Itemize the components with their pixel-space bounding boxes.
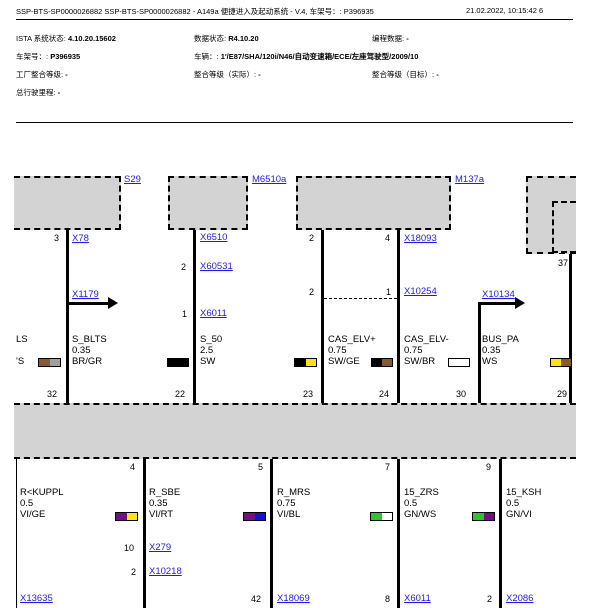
pin-7: 7	[385, 462, 391, 472]
data-status: 数据状态: R4.10.20	[194, 34, 259, 43]
target-level: 整合等级（目标）: -	[372, 70, 439, 79]
component-s29-box	[14, 176, 121, 230]
wire-color-swatch-sw	[167, 358, 189, 367]
pin-42: 42	[251, 594, 262, 604]
pin-2-m137a: 2	[309, 233, 315, 243]
wire-color-swatch-swge	[294, 358, 317, 367]
wire-color-swatch-brgr-left	[38, 358, 61, 367]
component-link-s29[interactable]: S29	[124, 174, 141, 185]
pin-4-lower: 4	[130, 462, 136, 472]
connector-x10254[interactable]: X10254	[404, 286, 437, 297]
component-m6510a-box	[168, 176, 248, 230]
wire-r-kuppl-frame	[16, 459, 17, 608]
wire-r-mrs	[270, 459, 273, 608]
datetime-page: 21.02.2022, 10:15:42 6	[466, 6, 544, 15]
vin: 车架号：: P396935	[16, 52, 81, 61]
component-right-inner-box	[552, 201, 576, 253]
pin-1-x10254: 1	[386, 287, 392, 297]
wire-cas-elv-plus	[321, 230, 324, 403]
branch-arrow-x10134	[515, 297, 525, 309]
pin-2-x10254: 2	[309, 287, 315, 297]
wire-15-zrs	[397, 459, 400, 608]
header-rule	[16, 19, 573, 20]
wire-bus-pa	[478, 302, 481, 403]
wire-color-swatch-gnvi	[472, 512, 495, 521]
connector-x6011-bottom[interactable]: X6011	[404, 593, 431, 604]
pin-2-x10218: 2	[131, 567, 137, 577]
component-link-m6510a[interactable]: M6510a	[252, 174, 287, 185]
pin-2-x2086: 2	[487, 594, 493, 604]
wire-right	[569, 254, 572, 403]
pin-9: 9	[486, 462, 492, 472]
connector-x10134[interactable]: X10134	[482, 289, 515, 300]
connector-x6510[interactable]: X6510	[200, 232, 228, 243]
wire-s-blts	[66, 230, 69, 403]
component-m137a-box	[296, 176, 451, 230]
connector-x1179[interactable]: X1179	[72, 289, 99, 300]
branch-x1179	[69, 302, 109, 305]
wire-color-swatch-swbr	[371, 358, 393, 367]
wire-15-ksh	[499, 459, 502, 608]
vehicle: 车辆：: 1'/E87/SHA/120i/N46/自动变速箱/ECE/左座驾驶型…	[194, 52, 419, 61]
factory-level: 工厂整合等级: -	[16, 70, 68, 79]
pin-3: 3	[54, 233, 60, 243]
pin-29: 29	[557, 389, 568, 399]
wire-color-swatch-vige	[115, 512, 138, 521]
connector-x10254-dashed-link	[324, 298, 397, 299]
pin-5: 5	[258, 462, 264, 472]
connector-x60531[interactable]: X60531	[200, 261, 233, 272]
branch-x10134	[478, 302, 516, 305]
connector-x18093[interactable]: X18093	[404, 233, 437, 244]
pin-23: 23	[303, 389, 314, 399]
signal-ls: LS 'S	[16, 334, 28, 367]
connector-x18069[interactable]: X18069	[277, 593, 310, 604]
pin-30: 30	[456, 389, 467, 399]
branch-arrow-x1179	[108, 297, 118, 309]
control-module-box	[14, 403, 576, 459]
actual-level: 整合等级（实际）: -	[194, 70, 261, 79]
connector-x78[interactable]: X78	[72, 233, 89, 244]
connector-x13635[interactable]: X13635	[20, 593, 53, 604]
pin-37: 37	[558, 258, 569, 268]
wire-r-kuppl	[143, 459, 146, 608]
pin-4-x18093: 4	[385, 233, 391, 243]
ista-status: ISTA 系统状态: 4.10.20.15602	[16, 34, 116, 43]
pin-24: 24	[379, 389, 390, 399]
mileage: 总行驶里程: -	[16, 88, 61, 97]
programming-data: 编程数据: -	[372, 34, 409, 43]
header-bottom-rule	[16, 122, 573, 123]
pin-32: 32	[47, 389, 58, 399]
wire-color-swatch-gnws	[370, 512, 393, 521]
pin-8: 8	[385, 594, 391, 604]
connector-x2086[interactable]: X2086	[506, 593, 534, 604]
connector-x279[interactable]: X279	[149, 542, 172, 553]
wire-color-swatch-virt	[243, 512, 266, 521]
wire-color-swatch-ws	[448, 358, 470, 367]
wire-color-swatch-right	[550, 358, 572, 367]
wire-cas-elv-minus	[397, 230, 400, 403]
pin-10: 10	[124, 543, 135, 553]
component-link-m137a[interactable]: M137a	[455, 174, 485, 185]
document-title: SSP-BTS-SP0000026882 SSP-BTS-SP000002688…	[16, 7, 374, 16]
pin-2-x60531: 2	[181, 262, 187, 272]
connector-x10218[interactable]: X10218	[149, 566, 182, 577]
connector-x6011-top[interactable]: X6011	[200, 308, 227, 319]
pin-22: 22	[175, 389, 186, 399]
wire-s-50	[193, 230, 196, 403]
pin-1-x6011: 1	[182, 309, 188, 319]
